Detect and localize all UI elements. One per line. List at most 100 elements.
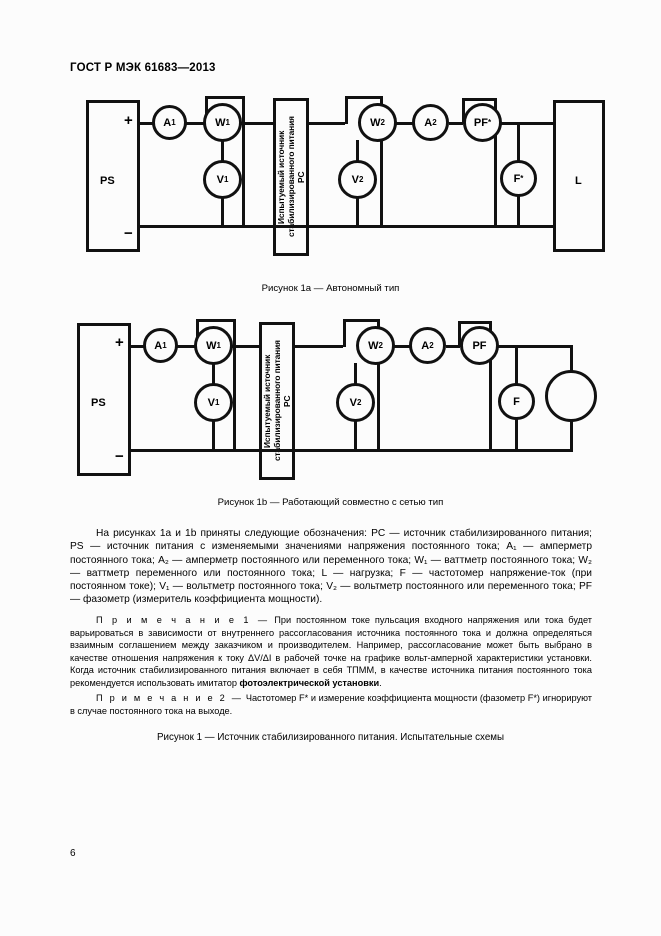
wire-pf-bracket-left-1a bbox=[462, 98, 465, 124]
figure-1-main-caption: Рисунок 1 — Источник стабилизированного … bbox=[156, 732, 505, 743]
wire-pf-bracket-right-1b bbox=[489, 321, 492, 451]
pc-device-box-1b bbox=[259, 322, 295, 480]
wire-a1-to-w1-1b bbox=[177, 345, 195, 348]
wattmeter-w1-text-1b: W bbox=[206, 339, 217, 352]
wire-pf-bracket-left-1b bbox=[458, 321, 461, 347]
wire-w1-bracket-right-1b bbox=[233, 319, 236, 451]
wire-w2-bracket-right-1a bbox=[380, 96, 383, 226]
wire-grid-bottom-1b bbox=[570, 420, 573, 451]
wire-f-top-1a bbox=[517, 122, 520, 162]
phasemeter-pf-text-1a: PF bbox=[473, 116, 488, 129]
ps-source-box-1b bbox=[77, 323, 131, 476]
wire-v1-bottom-1b bbox=[212, 420, 215, 451]
document-header: ГОСТ Р МЭК 61683—2013 bbox=[70, 62, 216, 74]
wire-pf-bracket-right-1a bbox=[494, 98, 497, 226]
wire-v2-bottom-1b bbox=[354, 420, 357, 451]
wattmeter-w1-sub-1b: 1 bbox=[216, 341, 221, 350]
load-label-1a: L bbox=[575, 175, 582, 187]
voltmeter-v1-sub-1b: 1 bbox=[214, 398, 220, 407]
ammeter-a1-text-1b: A bbox=[154, 339, 163, 352]
note-1-block: П р и м е ч а н и е 1 — При постоянном т… bbox=[70, 614, 592, 690]
wire-w2-to-a2-1a bbox=[396, 122, 413, 125]
wire-w2-bracket-left-1b bbox=[343, 319, 346, 347]
wattmeter-w1-sub-1a: 1 bbox=[225, 118, 230, 127]
voltmeter-v2-text-1b: V bbox=[349, 396, 357, 409]
figure-1b-caption: Рисунок 1b — Работающий совместно с сеть… bbox=[217, 497, 444, 508]
wire-bottom-rail-left-1a bbox=[138, 225, 310, 228]
wire-a1-to-w1-1a bbox=[186, 122, 204, 125]
ps-plus-1a: + bbox=[124, 112, 133, 129]
frequencymeter-f-text-1a: F bbox=[513, 172, 521, 185]
legend-paragraph-block: На рисунках 1a и 1b приняты следующие об… bbox=[70, 527, 592, 607]
wire-v1-top-1a bbox=[221, 140, 224, 162]
ammeter-a2-text-1a: A bbox=[424, 116, 433, 129]
wattmeter-w2-text-1a: W bbox=[370, 116, 381, 129]
note-2-text: Частотомер F* и измерение коэффициента м… bbox=[70, 693, 592, 716]
wire-v1-top-1b bbox=[212, 363, 215, 385]
wire-v2-bottom-1a bbox=[356, 197, 359, 227]
ammeter-a2-sub-1b: 2 bbox=[429, 341, 434, 350]
ammeter-a1-sub-1a: 1 bbox=[171, 118, 176, 127]
wire-w1-bracket-top-1b bbox=[196, 319, 236, 322]
wire-bottom-rail-left-1b bbox=[129, 449, 296, 452]
wire-pf-bracket-top-1a bbox=[462, 98, 497, 101]
wattmeter-w2-sub-1a: 2 bbox=[380, 118, 385, 127]
ps-minus-1a: − bbox=[124, 225, 133, 242]
note-2-block: П р и м е ч а н и е 2 — Частотомер F* и … bbox=[70, 692, 592, 717]
wire-bottom-rail-right-1a bbox=[307, 225, 555, 228]
voltmeter-v2-sub-1b: 2 bbox=[356, 398, 362, 407]
wire-w2-bracket-right-1b bbox=[377, 319, 380, 451]
ps-plus-1b: + bbox=[115, 334, 124, 351]
wire-a2-to-pf-1a bbox=[449, 122, 463, 125]
voltmeter-v1-text-1b: V bbox=[207, 396, 215, 409]
phasemeter-pf-1b: PF bbox=[460, 326, 499, 365]
wire-ps-to-a1-1b bbox=[129, 345, 147, 348]
wire-a2-to-pf-1b bbox=[446, 345, 460, 348]
voltmeter-v2-text-1a: V bbox=[351, 173, 359, 186]
ammeter-a1-text-1a: A bbox=[163, 116, 172, 129]
ps-source-box-1a bbox=[86, 100, 140, 252]
frequencymeter-f-sup-1a: * bbox=[520, 174, 524, 183]
wire-bottom-rail-right-1b bbox=[293, 449, 573, 452]
wire-v2-top-1a bbox=[356, 140, 359, 162]
ps-minus-1b: − bbox=[115, 448, 124, 465]
pc-device-box-1a bbox=[273, 98, 309, 256]
legend-paragraph: На рисунках 1a и 1b приняты следующие об… bbox=[70, 528, 592, 606]
phasemeter-pf-1a: PF* bbox=[463, 103, 502, 142]
wire-f-bottom-1a bbox=[517, 195, 520, 227]
wire-pf-to-grid-1b bbox=[497, 345, 572, 348]
frequencymeter-f-1b: F bbox=[498, 383, 535, 420]
ps-label-1b: PS bbox=[91, 397, 106, 409]
wire-pc-to-w2-1a bbox=[307, 122, 345, 125]
note-1-paragraph: П р и м е ч а н и е 1 — При постоянном т… bbox=[70, 614, 592, 690]
wire-f-bottom-1b bbox=[515, 418, 518, 451]
wire-grid-top-1b bbox=[570, 345, 573, 372]
wire-pf-bracket-top-1b bbox=[458, 321, 492, 324]
figure-1a-caption: Рисунок 1a — Автономный тип bbox=[261, 283, 400, 294]
load-box-1a bbox=[553, 100, 605, 252]
note-2-lead: П р и м е ч а н и е 2 — bbox=[96, 693, 244, 703]
note-1-text-part1: При постоянном токе пульсация входного н… bbox=[70, 615, 593, 688]
wire-f-top-1b bbox=[515, 345, 518, 385]
page-number: 6 bbox=[70, 848, 76, 859]
wire-w1-bracket-top-1a bbox=[205, 96, 245, 99]
note-1-text-part2: . bbox=[379, 677, 382, 688]
wire-w1-to-pc-1b bbox=[226, 345, 259, 348]
voltmeter-v1-sub-1a: 1 bbox=[223, 175, 229, 184]
wire-v2-top-1b bbox=[354, 363, 357, 385]
frequencymeter-f-text-1b: F bbox=[513, 395, 520, 408]
wire-pf-to-load-1a bbox=[500, 122, 554, 125]
wire-w2-bracket-top-1a bbox=[345, 96, 383, 99]
grid-symbol-1b bbox=[545, 370, 597, 422]
wattmeter-w2-sub-1b: 2 bbox=[378, 341, 383, 350]
